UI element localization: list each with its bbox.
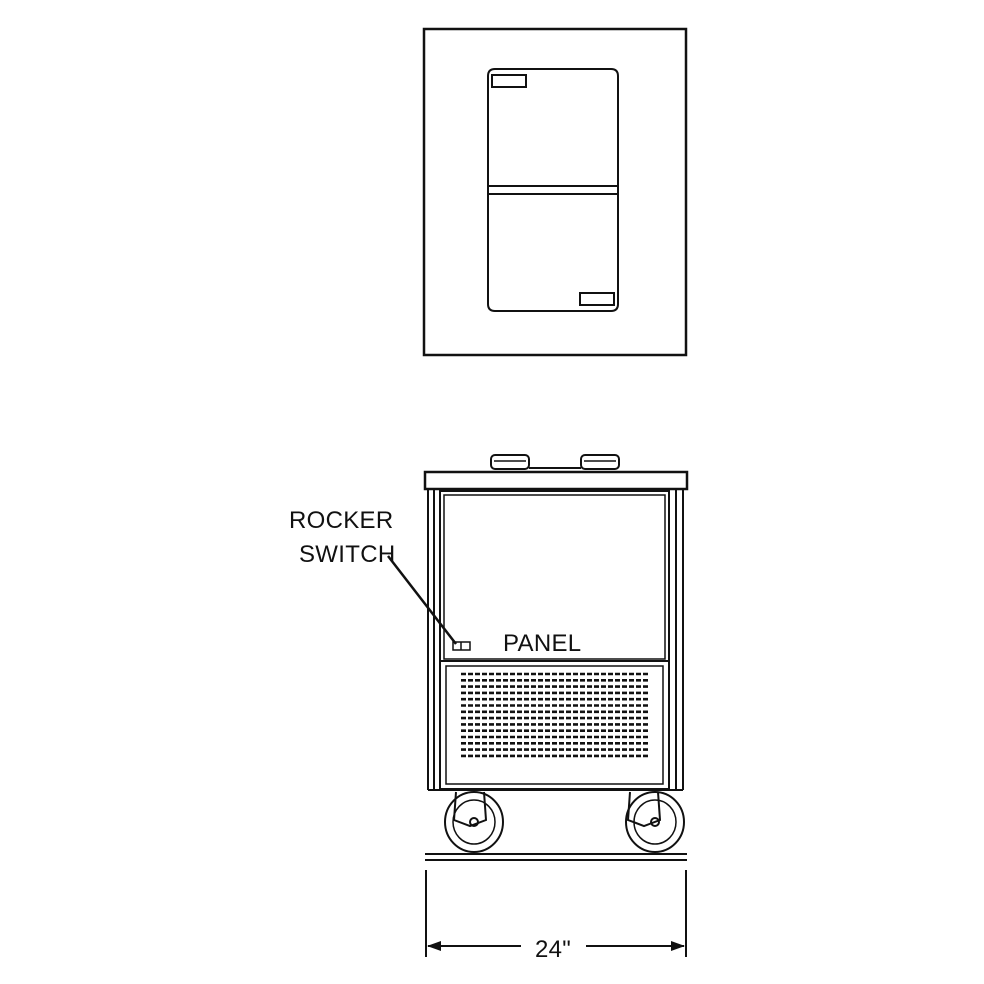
door-panel-inner: [443, 494, 666, 660]
caster-left: [444, 791, 504, 853]
rocker-switch-callout: ROCKER SWITCH: [289, 507, 457, 645]
top-knob-left: [490, 454, 530, 470]
lower-lid: [487, 193, 619, 312]
front-view: [423, 454, 689, 861]
louver-slots: [461, 672, 650, 758]
lid-divider-bar: [487, 185, 619, 195]
panel-label: PANEL: [503, 630, 581, 657]
top-knob-right: [580, 454, 620, 470]
top-view: [422, 27, 688, 357]
countertop: [423, 470, 689, 491]
caster-right: [625, 791, 685, 853]
louver-panel-outer: [439, 660, 670, 790]
lower-lid-label-plate: [579, 292, 615, 306]
louver-panel-inner: [445, 665, 664, 785]
rocker-switch-label-line2: SWITCH: [299, 541, 395, 568]
width-dimension: [425, 870, 687, 957]
rocker-switch-leader-line: [387, 555, 457, 645]
rocker-switch-label-line1: ROCKER: [289, 507, 393, 534]
width-dimension-label: 24": [535, 936, 571, 963]
top-view-outline: [422, 27, 688, 357]
upper-lid-label-plate: [491, 74, 527, 88]
